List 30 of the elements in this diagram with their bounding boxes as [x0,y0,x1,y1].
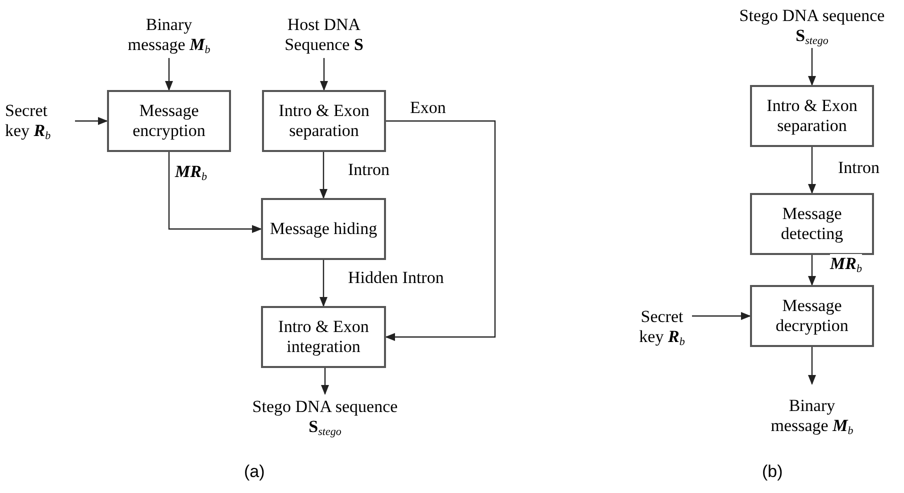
arrow [808,48,816,86]
arrow [692,312,751,320]
process-box: Message detecting [750,193,874,255]
arrow [320,152,328,199]
arrow [168,152,262,233]
arrow [320,260,328,307]
panel-label: (a) [244,462,265,482]
arrow [808,147,816,194]
process-box: Intro & Exon integration [261,306,386,368]
process-box: Message hiding [261,198,386,260]
arrow [320,58,328,91]
process-box: Intro & Exon separation [750,85,874,147]
input-label: Secret key R$_{b}$ [5,98,75,144]
input-label: Secret key R$_{b}$ [632,292,692,362]
process-box: Intro & Exon separation [262,90,386,152]
arrow [75,117,108,125]
arrow [165,58,173,91]
arrow [321,368,329,395]
input-label: Stego DNA sequence S$_{stego}$ [250,394,400,440]
process-box: Message encryption [107,90,231,152]
input-label: Binary message M$_{b}$ [762,384,862,448]
input-label: Binary message M$_{b}$ [119,12,219,58]
arrow [808,347,816,385]
input-label: Stego DNA sequence S$_{stego}$ [737,4,887,48]
input-label: Host DNA Sequence S [262,12,386,58]
panel-label: (b) [762,462,783,482]
arrow [808,255,816,286]
edge-label: MR$_{b}$ [830,254,862,274]
arrow [385,120,496,341]
process-box: Message decryption [750,285,874,347]
